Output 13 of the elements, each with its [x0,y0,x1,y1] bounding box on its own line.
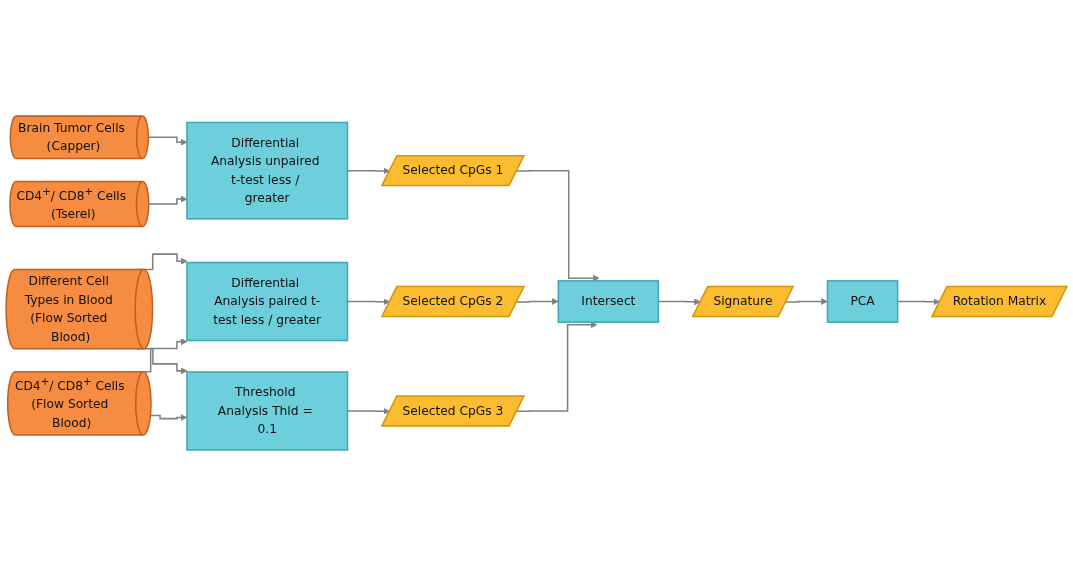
node-text: Different Cell Types in Blood (Flow Sorted Blood) [24,274,113,345]
arrow [516,170,600,282]
node-text: Brain Tumor Cells (Capper) [18,120,125,154]
node-text: CD4$^{+}$/ CD8$^{+}$ Cells (Flow Sorted Blood) [14,376,125,431]
node-box: Differential Analysis paired t-test less / greater [186,262,349,342]
node-box: Threshold Analysis Thld = 0.1 [186,371,349,452]
node-box: PCA [826,280,899,324]
node-text: CD4$^{+}$/ CD8$^{+}$ Cells (Tserel) [16,186,127,222]
node-box: Intersect [557,280,660,324]
arrow [516,298,559,306]
arrow [785,298,828,306]
arrow [516,321,598,413]
node-box: Differential Analysis unpaired t-test less / greater [186,122,349,221]
